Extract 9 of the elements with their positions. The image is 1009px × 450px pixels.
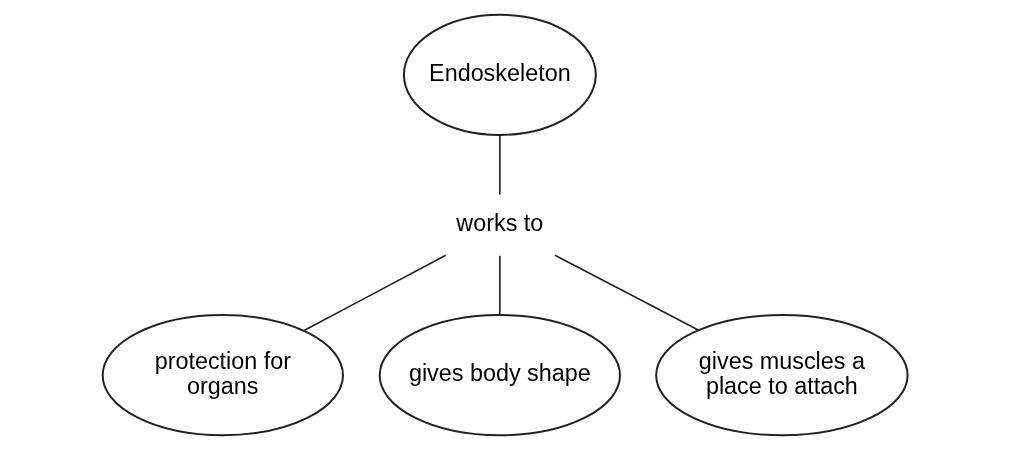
node-ellipse: gives muscles a place to attach xyxy=(654,314,909,437)
connector xyxy=(498,134,501,196)
connector xyxy=(553,254,699,331)
node-ellipse: Endoskeleton xyxy=(402,13,597,136)
connector xyxy=(498,254,501,316)
node-text: works to xyxy=(455,210,543,237)
node-ellipse: protection for organs xyxy=(101,314,344,437)
connector xyxy=(302,254,447,332)
node-ellipse: gives body shape xyxy=(378,314,621,437)
